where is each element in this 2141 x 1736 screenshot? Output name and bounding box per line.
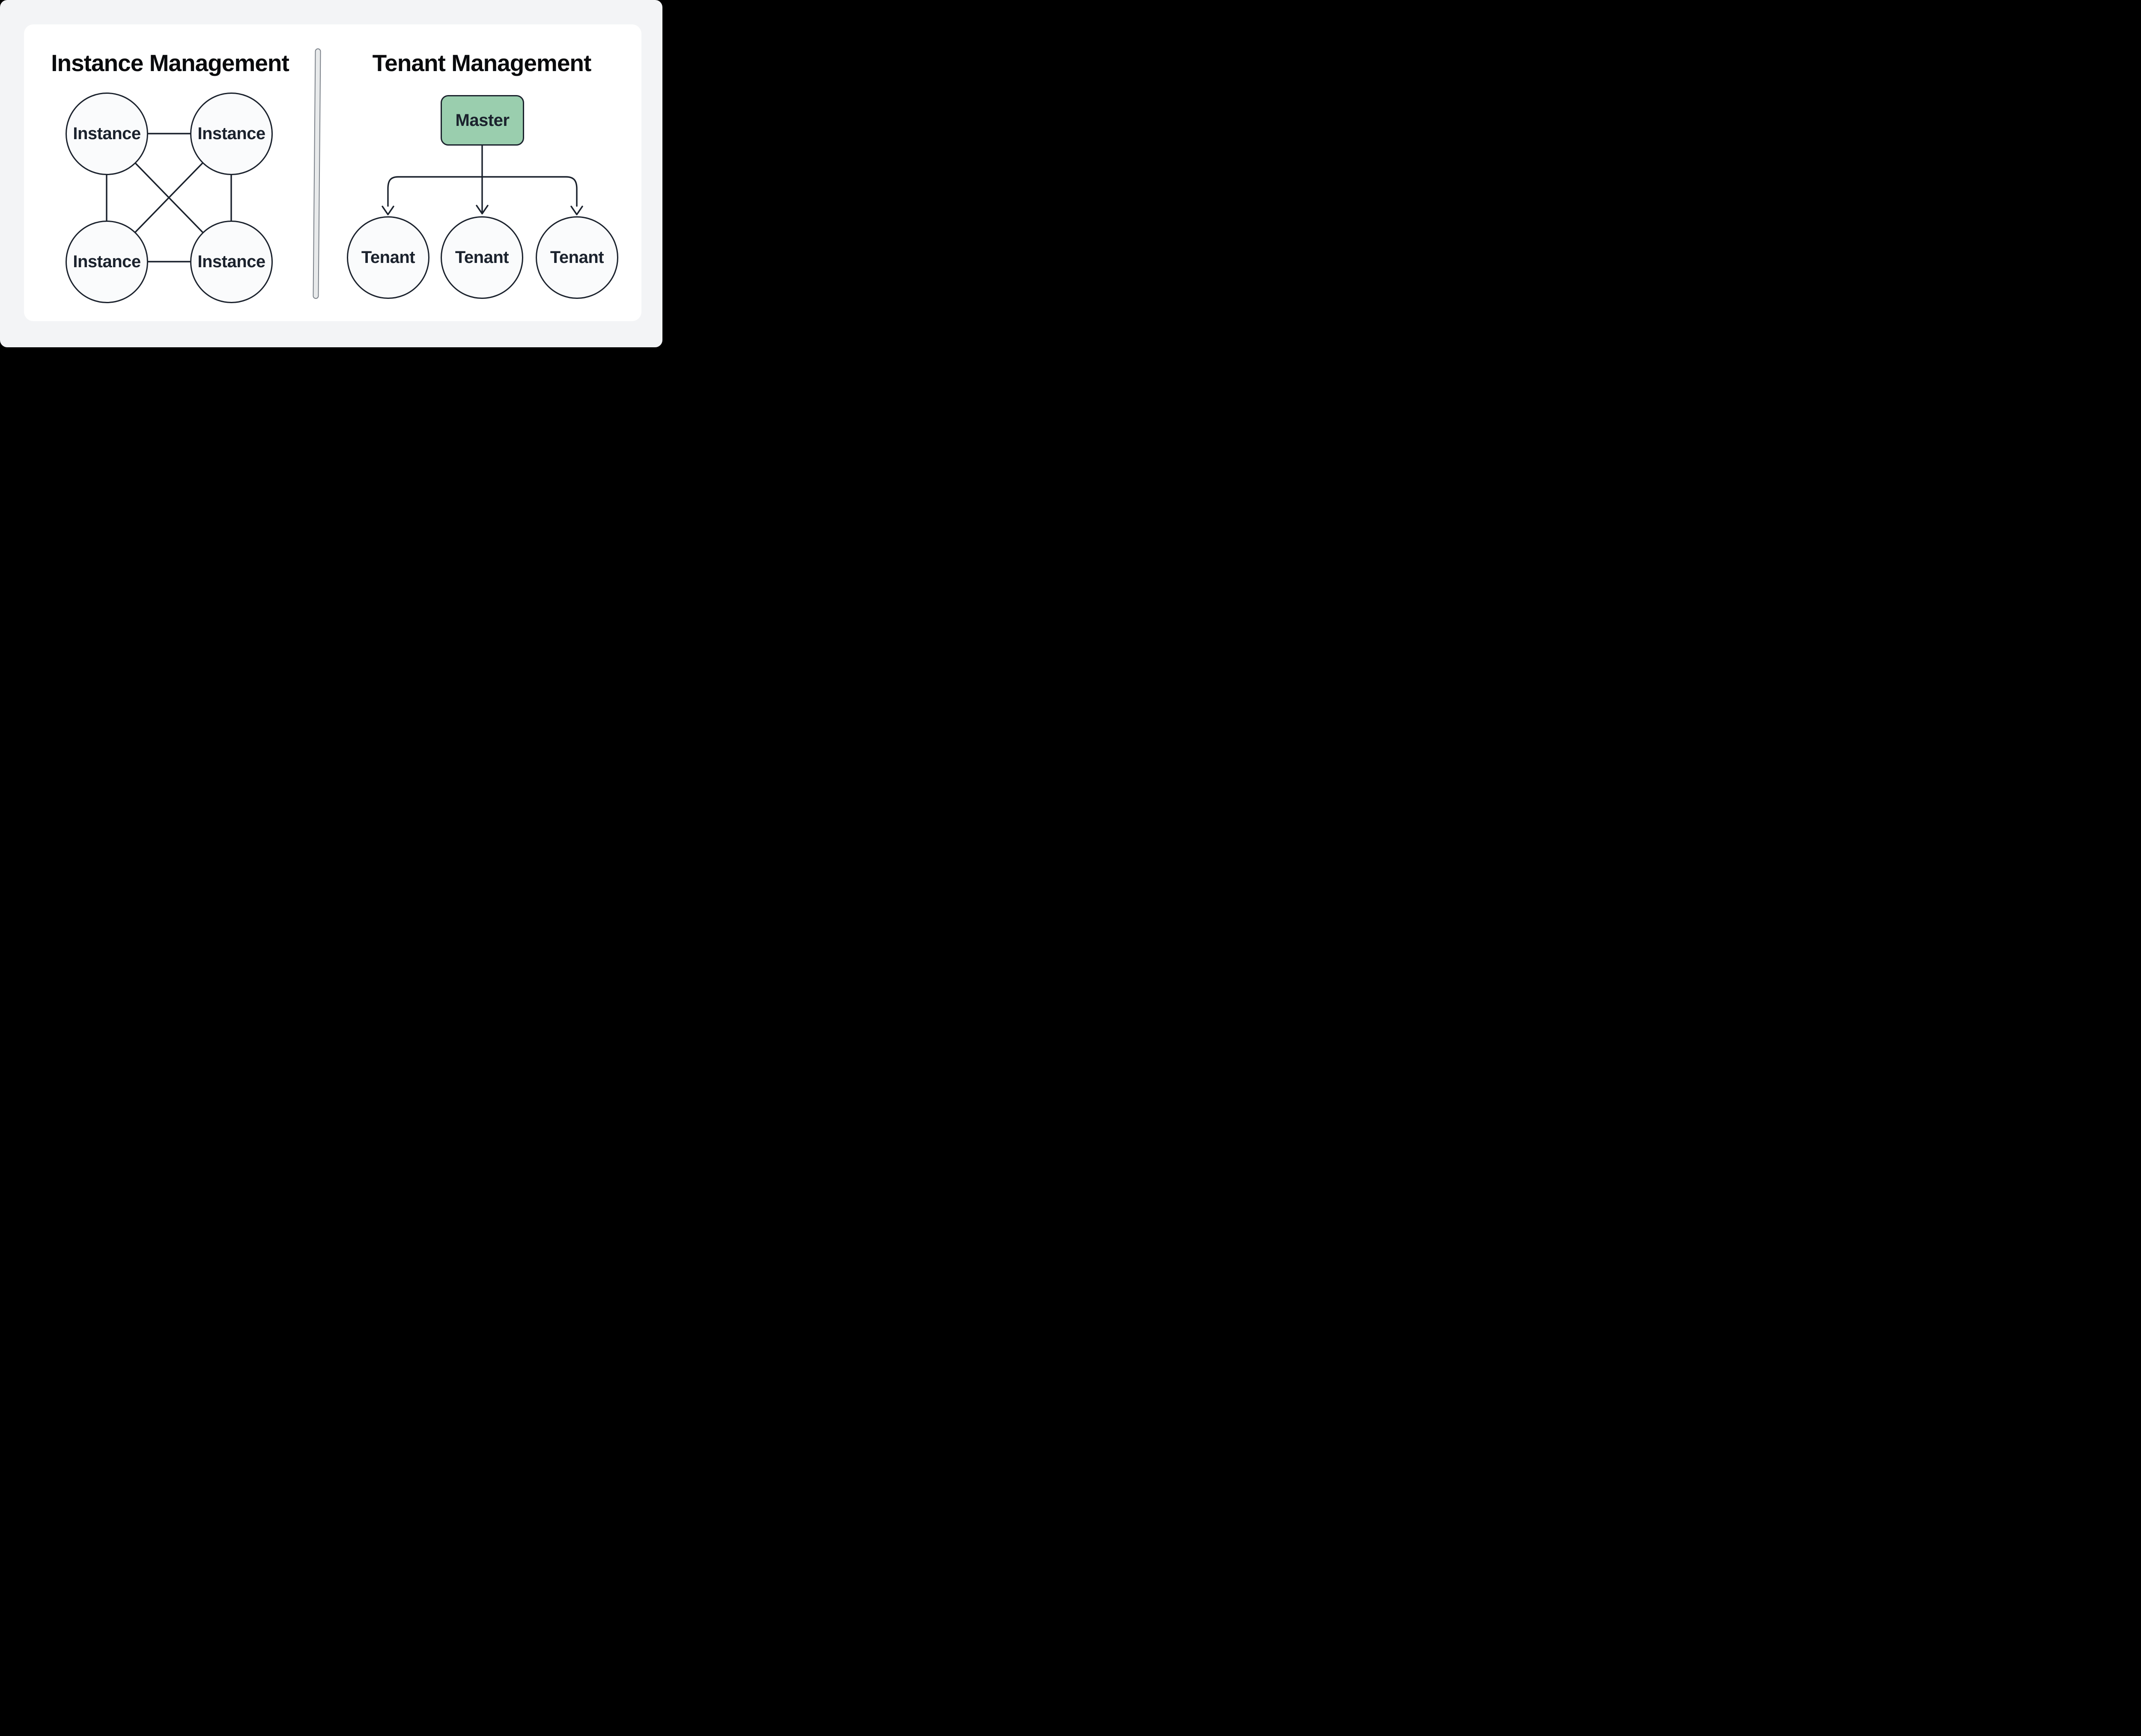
tenant-node-label: Tenant: [361, 248, 415, 267]
instance-management-title: Instance Management: [51, 50, 289, 76]
master-branch-right-line: [481, 176, 578, 207]
instance-node-4: Instance: [190, 221, 273, 303]
instance-node-1: Instance: [66, 92, 148, 175]
tenant-management-title: Tenant Management: [372, 50, 592, 76]
master-node-label: Master: [455, 110, 510, 130]
instance-node-3: Instance: [66, 221, 148, 303]
tenant-node-label: Tenant: [550, 248, 604, 267]
screenshot-canvas: Instance Management Tenant Management In…: [0, 0, 662, 347]
instance-node-label: Instance: [73, 124, 141, 143]
master-branch-left-line: [387, 176, 483, 207]
tenant-node-2: Tenant: [441, 216, 523, 299]
instance-node-label: Instance: [73, 252, 141, 271]
instance-node-label: Instance: [197, 124, 265, 143]
arrow-down-icon: [570, 206, 583, 215]
master-branch-links: [382, 144, 583, 215]
arrow-down-icon: [382, 206, 394, 215]
tenant-node-1: Tenant: [347, 216, 429, 299]
tenant-node-label: Tenant: [455, 248, 509, 267]
arrow-down-icon: [476, 205, 489, 215]
tenant-node-3: Tenant: [536, 216, 618, 299]
master-node: Master: [441, 95, 524, 146]
instance-node-label: Instance: [197, 252, 265, 271]
instance-node-2: Instance: [190, 92, 273, 175]
